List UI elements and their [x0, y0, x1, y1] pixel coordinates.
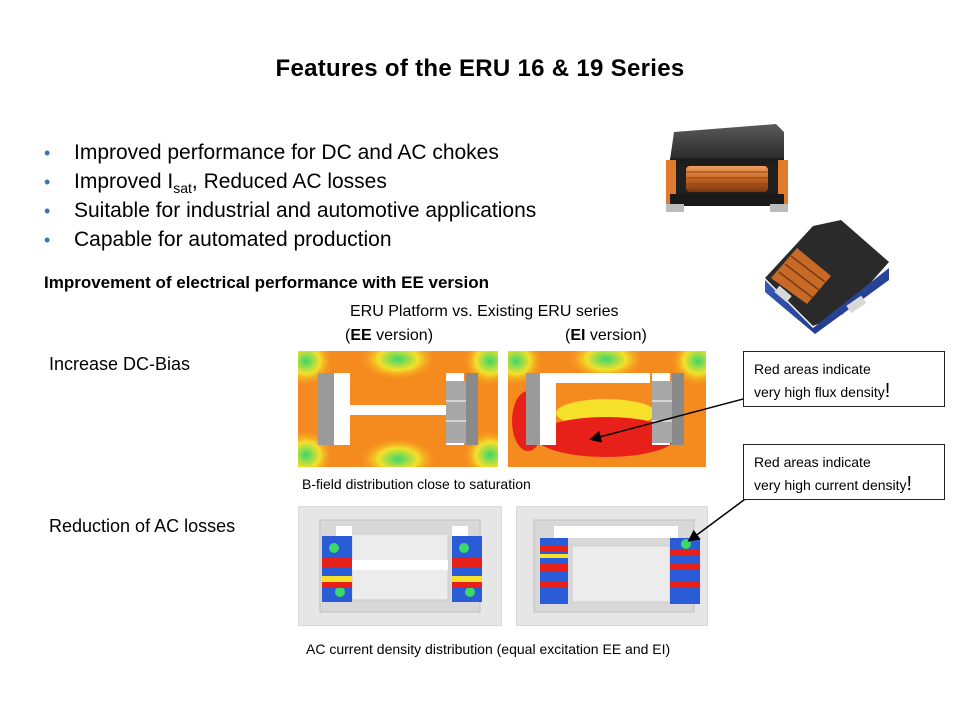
bullet-item: •Improved performance for DC and AC chok…: [44, 138, 536, 167]
bfield-sim-ee: [298, 351, 498, 467]
caption-bfield: B-field distribution close to saturation: [302, 476, 531, 492]
callout-flux-density: Red areas indicate very high flux densit…: [743, 351, 945, 407]
slide-title: Features of the ERU 16 & 19 Series: [275, 55, 685, 82]
bullet-dot-icon: •: [44, 230, 51, 250]
ac-sim-ei: [516, 506, 708, 626]
ei-right-winding: [670, 538, 700, 604]
bullet-item: •Capable for automated production: [44, 225, 536, 254]
row-label-dc-bias: Increase DC-Bias: [49, 354, 191, 374]
ee-left-winding: [322, 536, 352, 602]
ei-left-winding: [540, 538, 568, 604]
ee-right-winding: [452, 536, 482, 602]
caption-ac-density: AC current density distribution (equal e…: [306, 641, 671, 657]
arrow-to-current: [687, 493, 753, 542]
bullet-dot-icon: •: [44, 201, 51, 221]
callout-current-density: Red areas indicate very high current den…: [743, 444, 945, 500]
section-subheading: Improvement of electrical performance wi…: [44, 273, 489, 292]
bullet-item: •Suitable for industrial and automotive …: [44, 196, 536, 225]
bfield-sim-ei: [508, 351, 706, 467]
bullet-item: •Improved Isat, Reduced AC losses: [44, 170, 387, 197]
ac-sim-ee: [298, 506, 502, 626]
bullet-dot-icon: •: [44, 172, 51, 192]
comparison-title: ERU Platform vs. Existing ERU series: [350, 303, 619, 320]
ee-version-label: (EE version): [345, 327, 434, 344]
row-label-ac-losses: Reduction of AC losses: [49, 516, 236, 536]
feature-list: •Improved performance for DC and AC chok…: [44, 138, 536, 254]
inductor-photo-front: [666, 124, 788, 212]
ei-version-label: (EI version): [565, 327, 647, 344]
inductor-photo-angled: [765, 220, 889, 334]
bullet-dot-icon: •: [44, 143, 51, 163]
